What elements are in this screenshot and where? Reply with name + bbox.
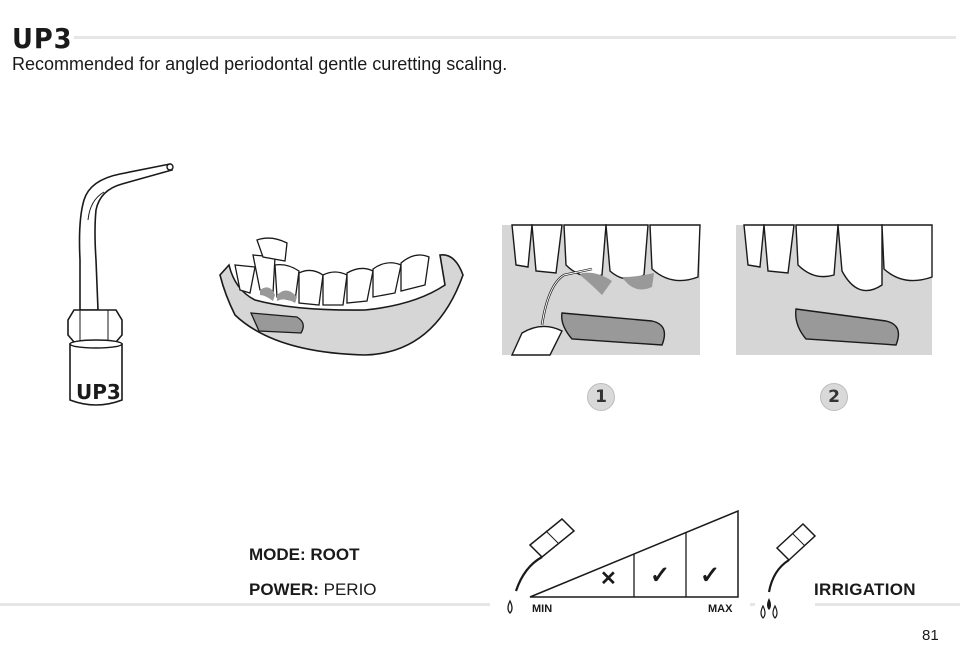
- scale-min-label: MIN: [532, 603, 553, 615]
- power-setting: POWER: PERIO: [249, 580, 377, 600]
- power-value: PERIO: [318, 580, 377, 599]
- step-1-illustration: [502, 224, 701, 356]
- power-label: POWER:: [249, 580, 319, 599]
- step-number-2: 2: [820, 383, 848, 411]
- scale-mark-2: ✓: [650, 562, 671, 589]
- page-title: UP3: [12, 22, 73, 55]
- scale-mark-1: ✕: [600, 568, 617, 590]
- irrigation-label: IRRIGATION: [814, 580, 916, 599]
- step-number-1: 1: [587, 383, 615, 411]
- scaler-tip-illustration: [67, 163, 174, 406]
- step-2-illustration: [736, 224, 933, 355]
- scale-max-label: MAX: [708, 603, 733, 615]
- irrigation-handpiece-icon: [755, 522, 817, 630]
- bottom-rule: [0, 603, 960, 606]
- scale-mark-3: ✓: [700, 562, 721, 589]
- jaw-overview-illustration: [219, 237, 464, 356]
- power-scale-triangle: [490, 509, 750, 615]
- page-number: 81: [922, 627, 939, 644]
- mode-setting: MODE: ROOT: [249, 545, 360, 564]
- page-subtitle: Recommended for angled periodontal gentl…: [12, 54, 508, 74]
- tip-label: UP3: [76, 380, 121, 404]
- title-rule: [74, 36, 956, 39]
